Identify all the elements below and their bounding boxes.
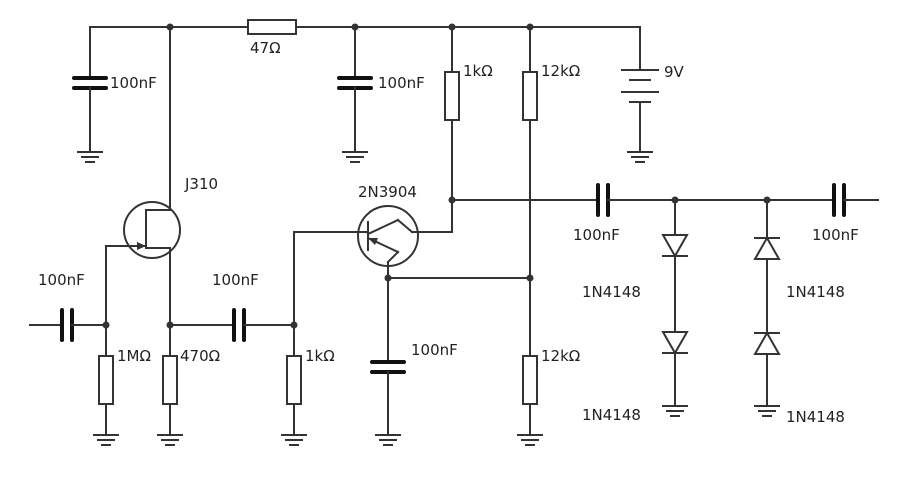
label-jfet: J310 (184, 175, 218, 193)
ground-symbol-battery (627, 151, 653, 163)
label-diode-3: 1N4148 (786, 283, 845, 301)
label-diode-1: 1N4148 (582, 283, 641, 301)
label-resistor-collector: 1kΩ (463, 62, 493, 80)
ground-symbol-1 (77, 151, 103, 163)
label-battery: 9V (664, 63, 685, 81)
resistor-gate-1m (98, 324, 114, 436)
label-resistor-source: 470Ω (180, 347, 220, 365)
capacitor-supply-1 (72, 26, 108, 153)
label-capacitor-supply-2: 100nF (378, 74, 425, 92)
diode-string-left (661, 199, 689, 407)
ground-symbol-diode-left (662, 405, 688, 417)
bjt-2n3904 (293, 205, 453, 279)
label-diode-4: 1N4148 (786, 408, 845, 426)
battery-9v (621, 69, 659, 153)
ground-symbol-source (157, 434, 183, 446)
resistor-bias-top-12k (522, 26, 538, 279)
label-capacitor-coupling: 100nF (212, 271, 259, 289)
label-resistor-bias-bottom: 12kΩ (541, 347, 580, 365)
capacitor-coupling (169, 308, 295, 342)
ground-symbol-diode-right (754, 405, 780, 417)
capacitor-input (29, 308, 107, 342)
label-resistor-gate: 1MΩ (117, 347, 151, 365)
label-resistor-base: 1kΩ (305, 347, 335, 365)
label-diode-2: 1N4148 (582, 406, 641, 424)
capacitor-emitter (370, 277, 406, 436)
junction-dots (102, 23, 771, 329)
label-capacitor-input: 100nF (38, 271, 85, 289)
ground-symbol-base (281, 434, 307, 446)
label-bjt: 2N3904 (358, 183, 417, 201)
resistor-47ohm (247, 19, 297, 35)
label-resistor-47ohm: 47Ω (250, 39, 281, 57)
resistor-base-1k (286, 231, 302, 436)
resistor-collector-1k (444, 26, 460, 233)
label-capacitor-emitter: 100nF (411, 341, 458, 359)
ground-symbol-gate (93, 434, 119, 446)
output-wire (451, 183, 879, 217)
ground-symbol-emitter (375, 434, 401, 446)
label-capacitor-supply-1: 100nF (110, 74, 157, 92)
diode-string-right (753, 199, 781, 407)
capacitor-supply-2 (337, 26, 373, 153)
label-capacitor-output-1: 100nF (573, 226, 620, 244)
ground-symbol-bias (517, 434, 543, 446)
jfet-j310 (105, 26, 181, 326)
ground-symbol-2 (342, 151, 368, 163)
top-rail-wires (89, 26, 641, 71)
label-resistor-bias-top: 12kΩ (541, 62, 580, 80)
label-capacitor-output-2: 100nF (812, 226, 859, 244)
resistor-bias-bottom-12k (522, 277, 538, 436)
resistor-source-470 (162, 324, 178, 436)
